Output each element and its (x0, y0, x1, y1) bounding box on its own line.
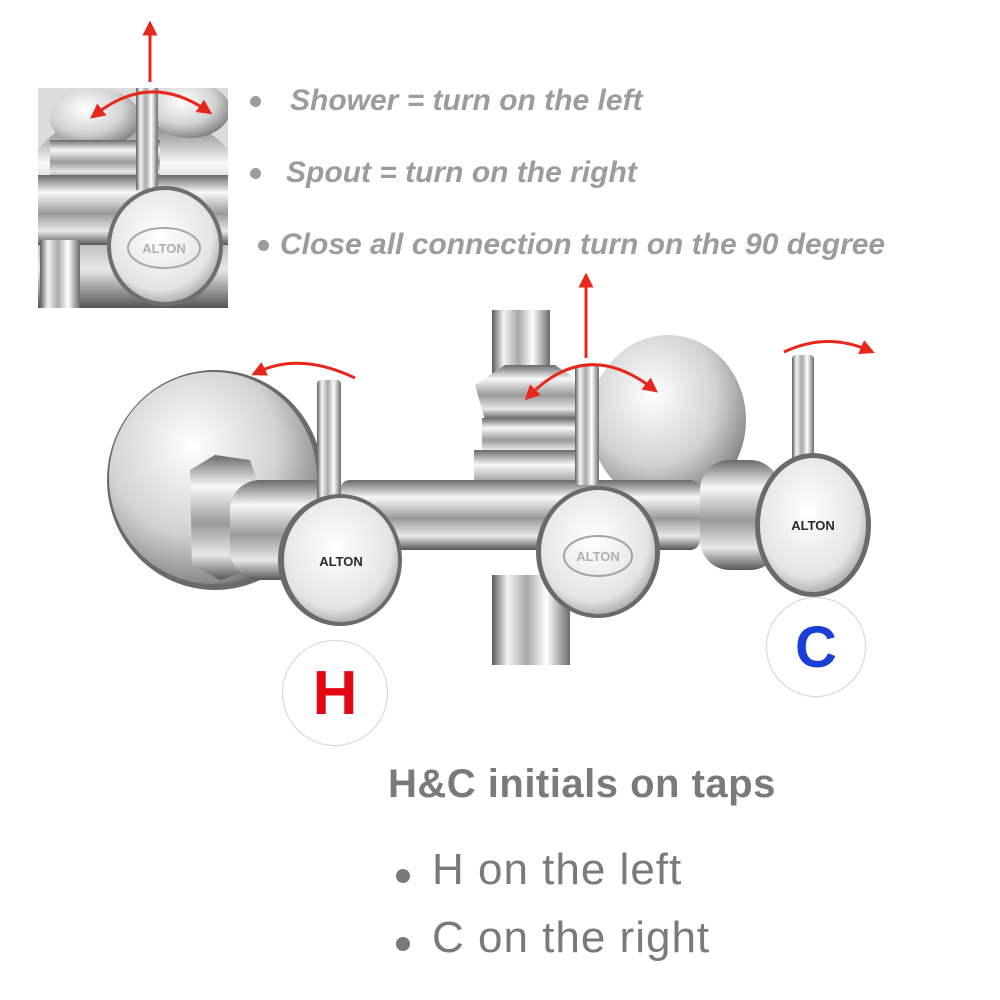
cold-label: C (795, 614, 837, 680)
bullet-icon (258, 240, 269, 251)
bullet-icon (396, 937, 410, 951)
bullet-icon (250, 168, 261, 179)
faucet-body: ALTON ALTON ALTON (107, 310, 871, 665)
rotate-left-arrow-icon (251, 361, 356, 380)
left-tap-brand: ALTON (319, 554, 363, 569)
rotate-arrow-icon (524, 363, 658, 401)
cold-tap-badge: C (766, 597, 866, 697)
rotate-right-arrow-icon (783, 340, 875, 354)
inset-brand-logo: ALTON (142, 241, 186, 256)
hot-label: H (312, 658, 358, 728)
hot-tap-badge: H (282, 640, 388, 746)
bullet-icon (250, 96, 261, 107)
bullet-icon (396, 869, 410, 883)
right-tap-brand: ALTON (791, 518, 835, 533)
rotate-arrow-icon (90, 90, 213, 119)
inset-closeup: ALTON (38, 88, 228, 308)
center-tap-brand: ALTON (576, 549, 620, 564)
hc-section-title: H&C initials on taps (388, 762, 776, 806)
